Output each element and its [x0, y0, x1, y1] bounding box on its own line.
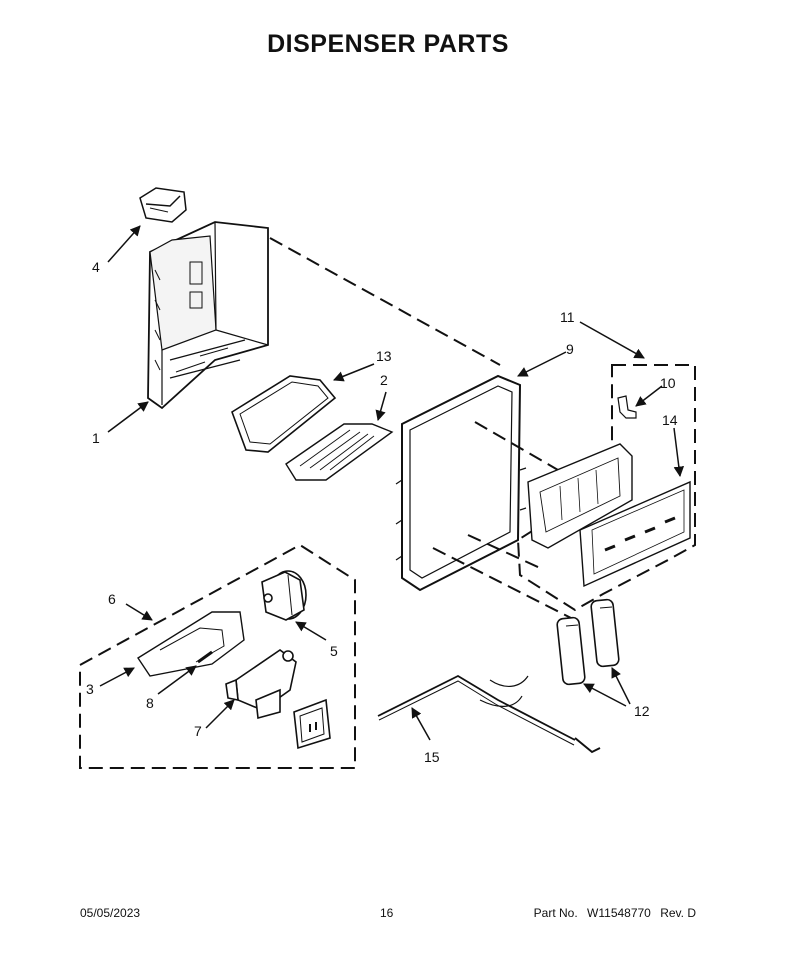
- callout-12: 12: [634, 703, 650, 719]
- part-13-drip-tray: [231, 375, 337, 453]
- group-box-left: [79, 543, 356, 769]
- part-10-switch: [617, 395, 637, 419]
- callout-labels: 4 1 13 2 9 11 10 14 6 5 3 8 7 12 15: [86, 259, 678, 765]
- part-pad-cover: [293, 698, 331, 750]
- callout-11: 11: [560, 309, 575, 325]
- part-number-value: W11548770: [587, 906, 651, 920]
- callout-15: 15: [424, 749, 440, 765]
- part-4-bin: [139, 187, 187, 223]
- callout-2: 2: [380, 372, 388, 388]
- part-3-bracket: [137, 611, 245, 677]
- callout-arrows: [99, 225, 685, 741]
- footer-page-number: 16: [380, 906, 394, 920]
- callout-3: 3: [86, 681, 94, 697]
- part-5-motor: [261, 570, 307, 621]
- callout-8: 8: [146, 695, 154, 711]
- callout-5: 5: [330, 643, 338, 659]
- callout-10: 10: [660, 375, 676, 391]
- part-1-housing: [147, 221, 269, 410]
- callout-1: 1: [92, 430, 100, 446]
- callout-6: 6: [108, 591, 116, 607]
- part-14-control-housing: [527, 443, 691, 588]
- callout-13: 13: [376, 348, 392, 364]
- part-15-heater-wire: [377, 674, 601, 754]
- footer-date: 05/05/2023: [80, 906, 141, 920]
- callout-7: 7: [194, 723, 202, 739]
- footer-part-number: Part No. W11548770 Rev. D: [534, 906, 696, 920]
- page-title: DISPENSER PARTS: [267, 30, 509, 58]
- callout-14: 14: [662, 412, 678, 428]
- part-9-frame: [395, 374, 527, 592]
- callout-9: 9: [566, 341, 574, 357]
- part-7-solenoid: [225, 649, 297, 720]
- callout-4: 4: [92, 259, 100, 275]
- part-2-grille: [285, 423, 394, 481]
- revision-label: Rev. D: [660, 906, 696, 920]
- part-number-label: Part No.: [533, 906, 578, 920]
- part-12-buttons: [556, 598, 620, 686]
